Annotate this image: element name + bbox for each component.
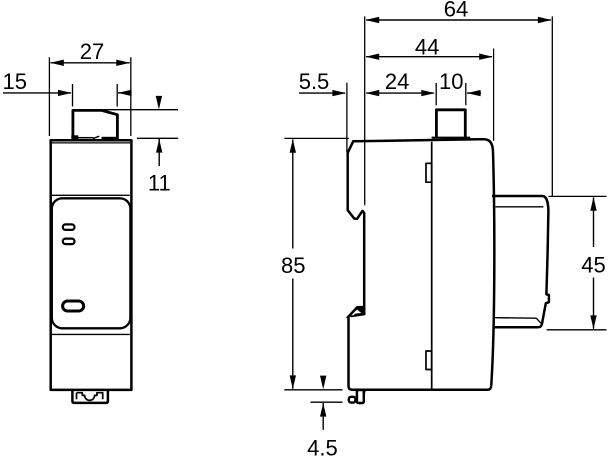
- svg-text:44: 44: [415, 34, 439, 59]
- svg-text:27: 27: [80, 39, 104, 64]
- svg-text:4.5: 4.5: [307, 435, 338, 456]
- svg-text:11: 11: [148, 171, 171, 196]
- svg-text:45: 45: [581, 253, 605, 278]
- svg-text:64: 64: [444, 0, 468, 21]
- svg-text:24: 24: [385, 69, 409, 94]
- svg-text:10: 10: [439, 69, 463, 94]
- svg-text:5.5: 5.5: [299, 69, 330, 94]
- svg-text:85: 85: [281, 253, 305, 278]
- svg-text:15: 15: [2, 69, 26, 94]
